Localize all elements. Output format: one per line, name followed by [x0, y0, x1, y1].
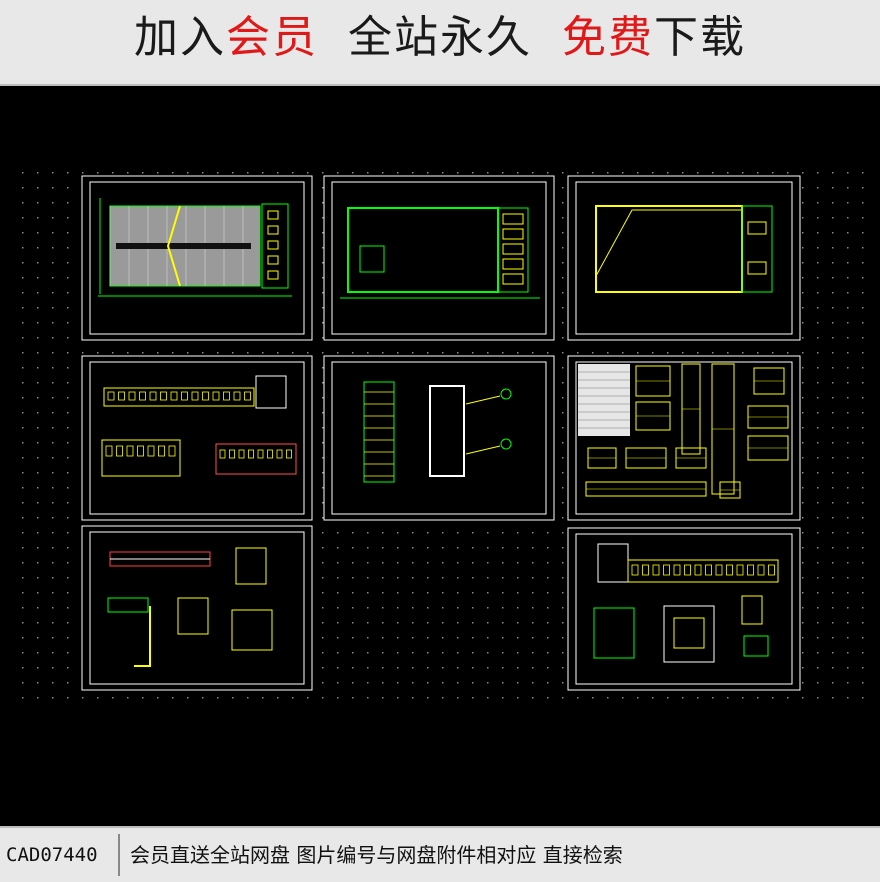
banner-part-download: 下载 [654, 12, 746, 63]
sheet-6-schedule [578, 363, 789, 499]
sheet-4-elevations [101, 375, 297, 477]
footer-bar: CAD07440 会员直送全站网盘 图片编号与网盘附件相对应 直接检索 [0, 826, 880, 882]
sheet-1-roof-plan [98, 198, 292, 297]
footer-caption: 会员直送全站网盘 图片编号与网盘附件相对应 直接检索 [130, 843, 623, 867]
drawing-sheet-4 [81, 355, 313, 521]
banner-part-sitewide: 全站永久 [348, 12, 532, 63]
cad-drawing [22, 172, 864, 699]
sheet-3-floor-plan [595, 205, 773, 293]
promo-banner-text: 加入会员全站永久免费下载 [0, 8, 880, 68]
promo-banner: 加入会员全站永久免费下载 [0, 0, 880, 86]
banner-part-member: 会员 [226, 12, 318, 63]
sheet-7-sections [107, 547, 273, 667]
sheet-8-elevation-details [593, 543, 779, 663]
banner-part-free: 免费 [562, 12, 654, 63]
banner-part-join: 加入 [134, 12, 226, 63]
sheet-2-floor-plan [340, 207, 540, 299]
drawing-sheet-2 [323, 175, 555, 341]
footer-divider [118, 834, 120, 876]
cad-drawing-canvas [0, 86, 880, 826]
drawing-sheet-7 [81, 525, 313, 691]
drawing-sheet-5 [323, 355, 555, 521]
drawing-sheet-8 [567, 527, 801, 691]
sheet-5-detail-plans [363, 381, 512, 483]
drawing-sheet-3 [567, 175, 801, 341]
drawing-code: CAD07440 [6, 844, 98, 866]
